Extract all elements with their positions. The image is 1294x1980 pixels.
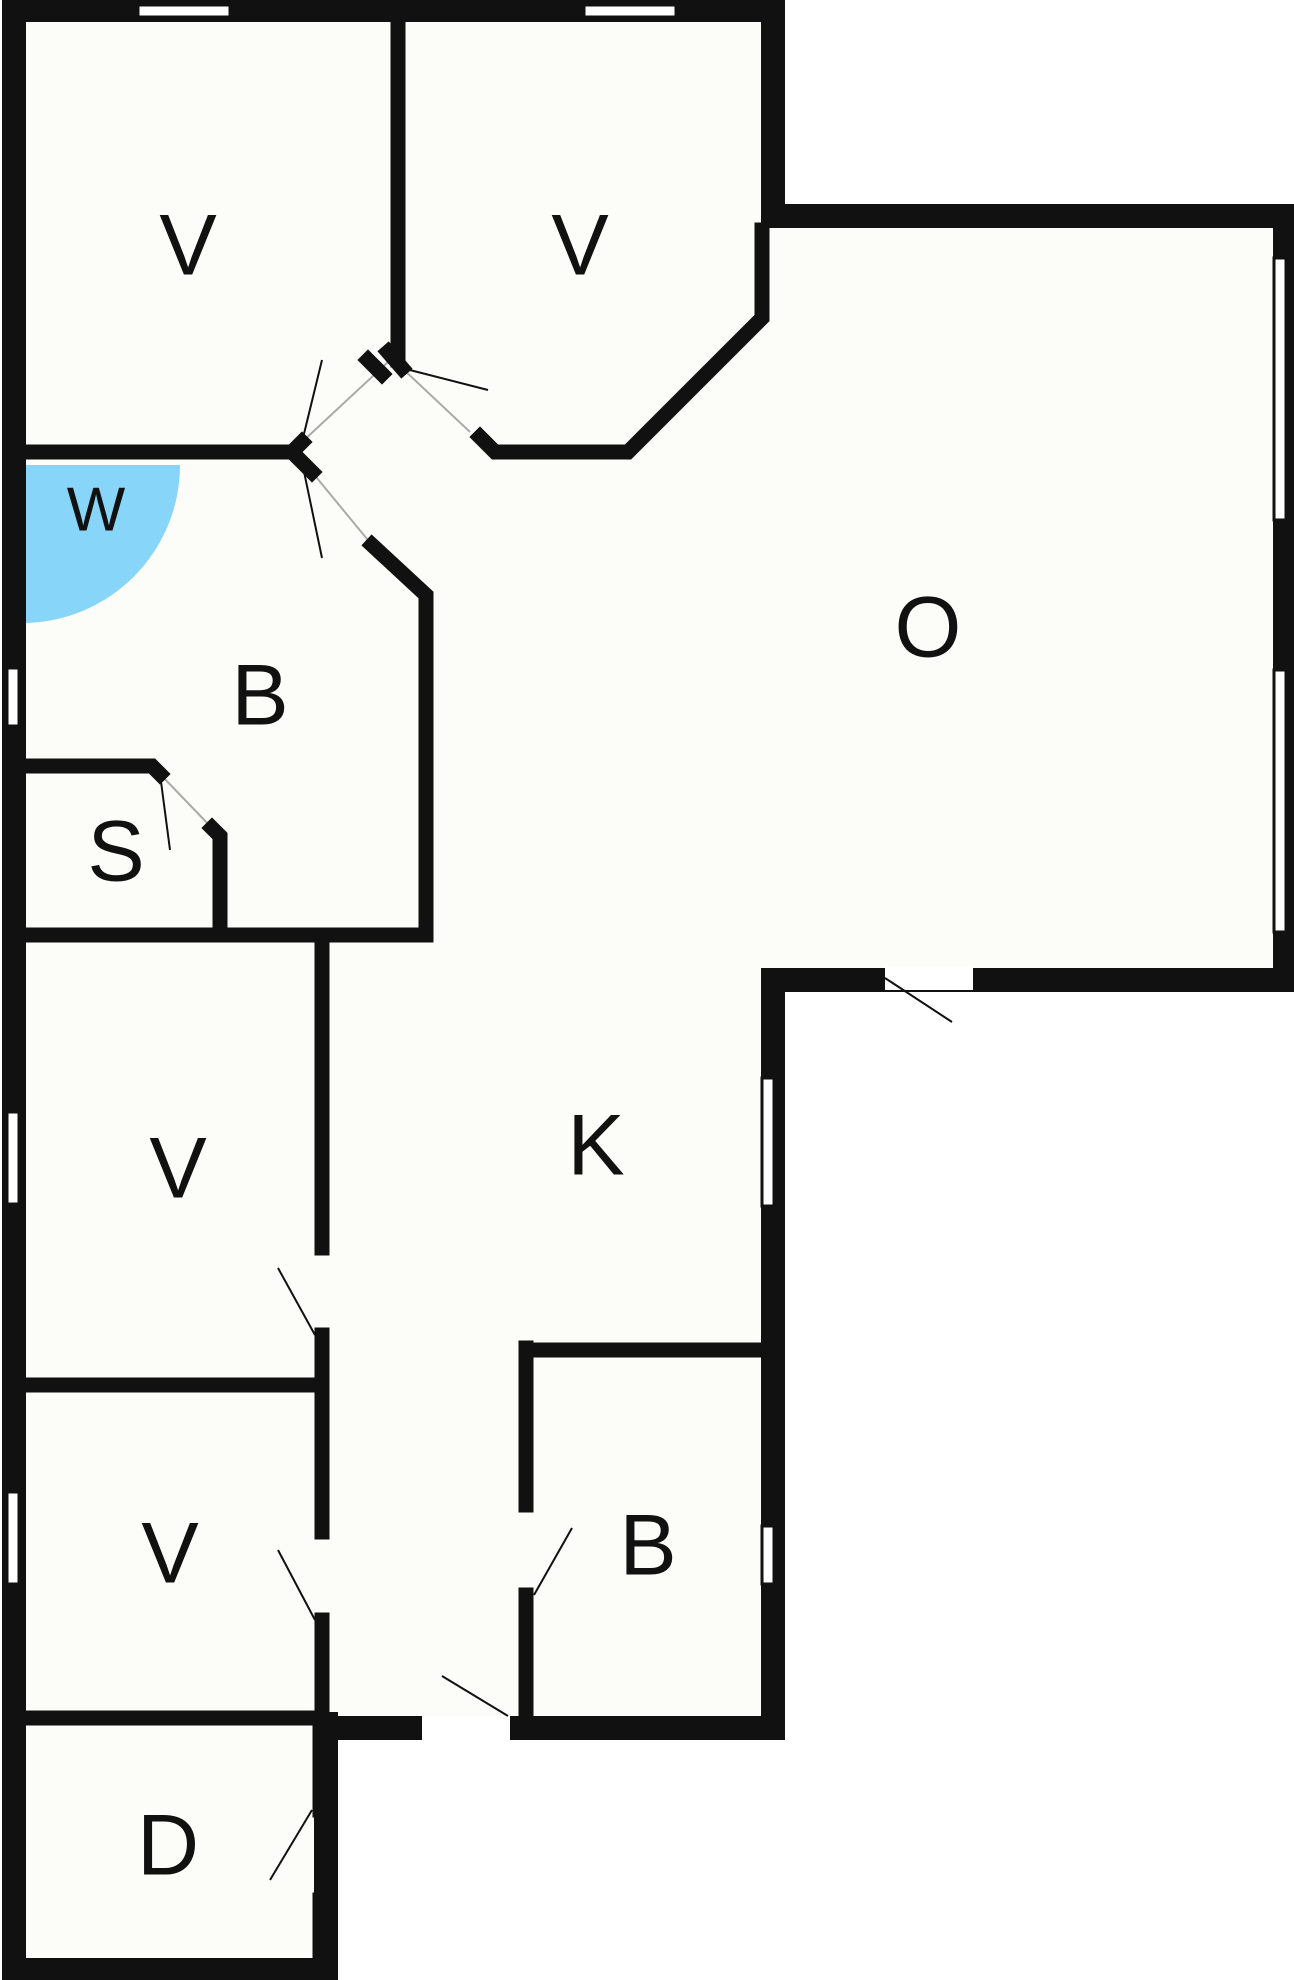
- s-door-swing: [159, 773, 171, 851]
- window-left-v3: [5, 1110, 21, 1206]
- room-label-v3: V: [149, 1121, 206, 1217]
- window-top-left: [136, 3, 232, 19]
- room-label-w: W: [67, 475, 126, 544]
- room-labels: V V W B S O K V V B D: [67, 198, 962, 1894]
- room-label-k: K: [567, 1098, 624, 1194]
- doors: [159, 359, 973, 1881]
- exterior: [325, 0, 1294, 1980]
- wardrobe-quarter-circle: [22, 465, 180, 623]
- window-b2-right: [760, 1524, 776, 1586]
- v3-door-swing: [277, 1267, 316, 1336]
- window-right-lower: [1272, 668, 1288, 934]
- v2-door-swing: [401, 367, 489, 391]
- b2-door-swing: [533, 1527, 573, 1596]
- windows: [5, 3, 1288, 1586]
- d-door-swing: [269, 1809, 313, 1881]
- room-label-v1: V: [159, 198, 216, 294]
- v1-door-swing: [301, 359, 323, 443]
- room-label-v4: V: [141, 1506, 198, 1602]
- terrace-door-swing: [884, 977, 953, 1023]
- room-label-o: O: [895, 580, 962, 676]
- room-label-d: D: [137, 1798, 199, 1894]
- window-top-mid: [582, 3, 678, 19]
- room-label-b1: B: [231, 648, 288, 744]
- window-left-v4: [5, 1490, 21, 1586]
- window-left-b: [5, 666, 21, 728]
- room-label-v2: V: [551, 198, 608, 294]
- room-label-s: S: [87, 804, 144, 900]
- window-k-right: [760, 1076, 776, 1208]
- b1-door-swing: [301, 461, 323, 559]
- window-right-upper: [1272, 256, 1288, 522]
- v4-door-swing: [277, 1549, 316, 1621]
- front-door-swing: [441, 1675, 509, 1717]
- room-label-b2: B: [619, 1498, 676, 1594]
